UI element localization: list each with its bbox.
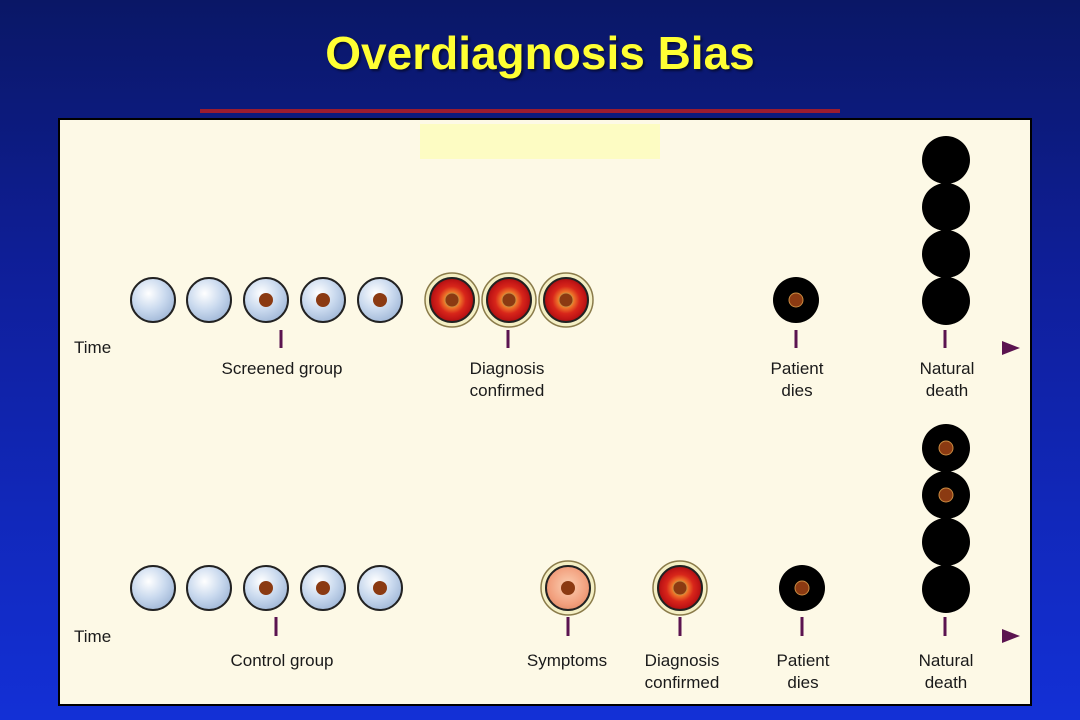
lesion-cell bbox=[300, 277, 346, 323]
control-dies-line2: dies bbox=[787, 673, 819, 692]
dead-cell bbox=[922, 277, 970, 325]
control-group-label: Control group bbox=[230, 651, 334, 670]
dead-cell bbox=[922, 230, 970, 278]
control-natural-line1: Natural bbox=[918, 651, 974, 670]
slide-title: Overdiagnosis Bias bbox=[325, 27, 755, 79]
control-dies-line1: Patient bbox=[776, 651, 830, 670]
tumor-cell bbox=[652, 560, 708, 616]
screened-dies-line2: dies bbox=[781, 381, 813, 400]
control-natural-label: Natural death bbox=[919, 650, 974, 694]
screened-natural-line1: Natural bbox=[919, 359, 975, 378]
dead-cell-with-nucleus bbox=[773, 277, 819, 323]
screened-natural-line2: death bbox=[925, 381, 969, 400]
screened-natural-label: Natural death bbox=[920, 358, 975, 402]
symptom-cell bbox=[540, 560, 596, 616]
tumor-cell bbox=[481, 272, 537, 328]
lesion-cell bbox=[243, 277, 289, 323]
screened-dies-label: Patient dies bbox=[771, 358, 824, 402]
dead-cell-with-nucleus bbox=[779, 565, 825, 611]
control-symptoms-label: Symptoms bbox=[526, 651, 608, 670]
tumor-cell bbox=[538, 272, 594, 328]
dead-cell-with-nucleus bbox=[922, 424, 970, 472]
lesion-cell bbox=[357, 277, 403, 323]
screened-cells bbox=[130, 136, 970, 328]
lesion-cell bbox=[300, 565, 346, 611]
dead-cell bbox=[922, 565, 970, 613]
healthy-cell bbox=[186, 565, 232, 611]
screened-group-label: Screened group bbox=[221, 359, 343, 378]
dead-cell-with-nucleus bbox=[922, 471, 970, 519]
screened-diagnosis-line1: Diagnosis bbox=[469, 359, 545, 378]
screened-time-label: Time bbox=[74, 338, 112, 357]
tumor-cell bbox=[424, 272, 480, 328]
healthy-cell bbox=[130, 565, 176, 611]
highlight-box bbox=[420, 124, 660, 159]
control-diagnosis-label: Diagnosis confirmed bbox=[645, 650, 720, 694]
dead-cell bbox=[922, 518, 970, 566]
healthy-cell bbox=[130, 277, 176, 323]
screened-diagnosis-line2: confirmed bbox=[469, 381, 545, 400]
screened-diagnosis-label: Diagnosis confirmed bbox=[470, 358, 545, 402]
lesion-cell bbox=[357, 565, 403, 611]
screened-timeline bbox=[128, 330, 1020, 355]
dead-cell bbox=[922, 183, 970, 231]
control-time-label: Time bbox=[74, 627, 112, 646]
control-diagnosis-line2: confirmed bbox=[644, 673, 720, 692]
lesion-cell bbox=[243, 565, 289, 611]
dead-cell bbox=[922, 136, 970, 184]
control-cells bbox=[130, 424, 970, 616]
control-dies-label: Patient dies bbox=[777, 650, 830, 694]
title-underline bbox=[200, 109, 840, 113]
control-natural-line2: death bbox=[924, 673, 968, 692]
control-diagnosis-line1: Diagnosis bbox=[644, 651, 720, 670]
screened-dies-line1: Patient bbox=[770, 359, 824, 378]
healthy-cell bbox=[186, 277, 232, 323]
control-timeline bbox=[128, 617, 1020, 643]
